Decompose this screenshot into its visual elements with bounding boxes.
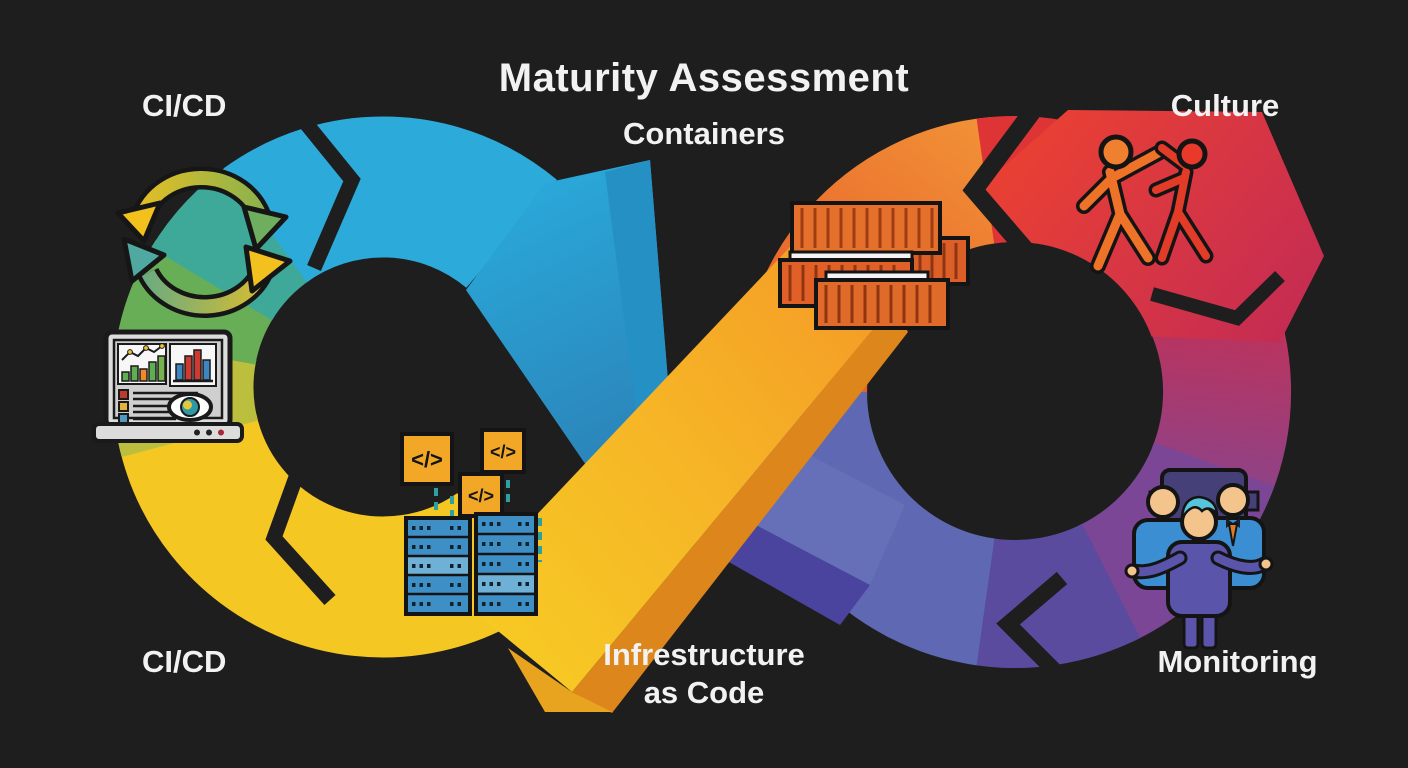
label-monitoring: Monitoring: [1157, 644, 1318, 679]
report-list: [118, 389, 129, 424]
subtitle-containers: Containers: [623, 116, 785, 151]
page-title: Maturity Assessment: [498, 56, 910, 100]
culture-people-icon: [1076, 134, 1214, 274]
crossing-ribbon-fold: [508, 648, 612, 712]
crossing-ribbon: [458, 230, 893, 692]
code-servers-icon: </> </> </>: [400, 428, 542, 616]
eye-icon: [167, 392, 213, 422]
server-rack: [474, 512, 538, 616]
code-glyph: </>: [490, 442, 516, 462]
label-infrastructure-as-code: Infrestructure as Code: [0, 636, 1408, 712]
monitoring-team-icon: [1124, 468, 1274, 650]
code-glyph: </>: [411, 447, 443, 472]
server-rack: [404, 516, 472, 616]
label-iac-line2: as Code: [643, 675, 765, 710]
crossing-bands: [458, 160, 908, 713]
label-iac-line1: Infrestructure: [603, 637, 805, 672]
crossing-ribbon-shadow: [572, 305, 908, 713]
code-glyph: </>: [468, 486, 494, 506]
flow-notches: [265, 106, 1285, 684]
label-cicd-bottom: CI/CD: [142, 644, 227, 679]
hair: [1180, 495, 1219, 523]
containers-icon: [778, 201, 970, 330]
label-culture: Culture: [1170, 88, 1280, 123]
label-cicd-top: CI/CD: [142, 88, 227, 123]
analytics-laptop-icon: [92, 329, 244, 443]
cycle-arrows-icon: [115, 166, 293, 318]
bar-line-chart: [121, 355, 166, 382]
